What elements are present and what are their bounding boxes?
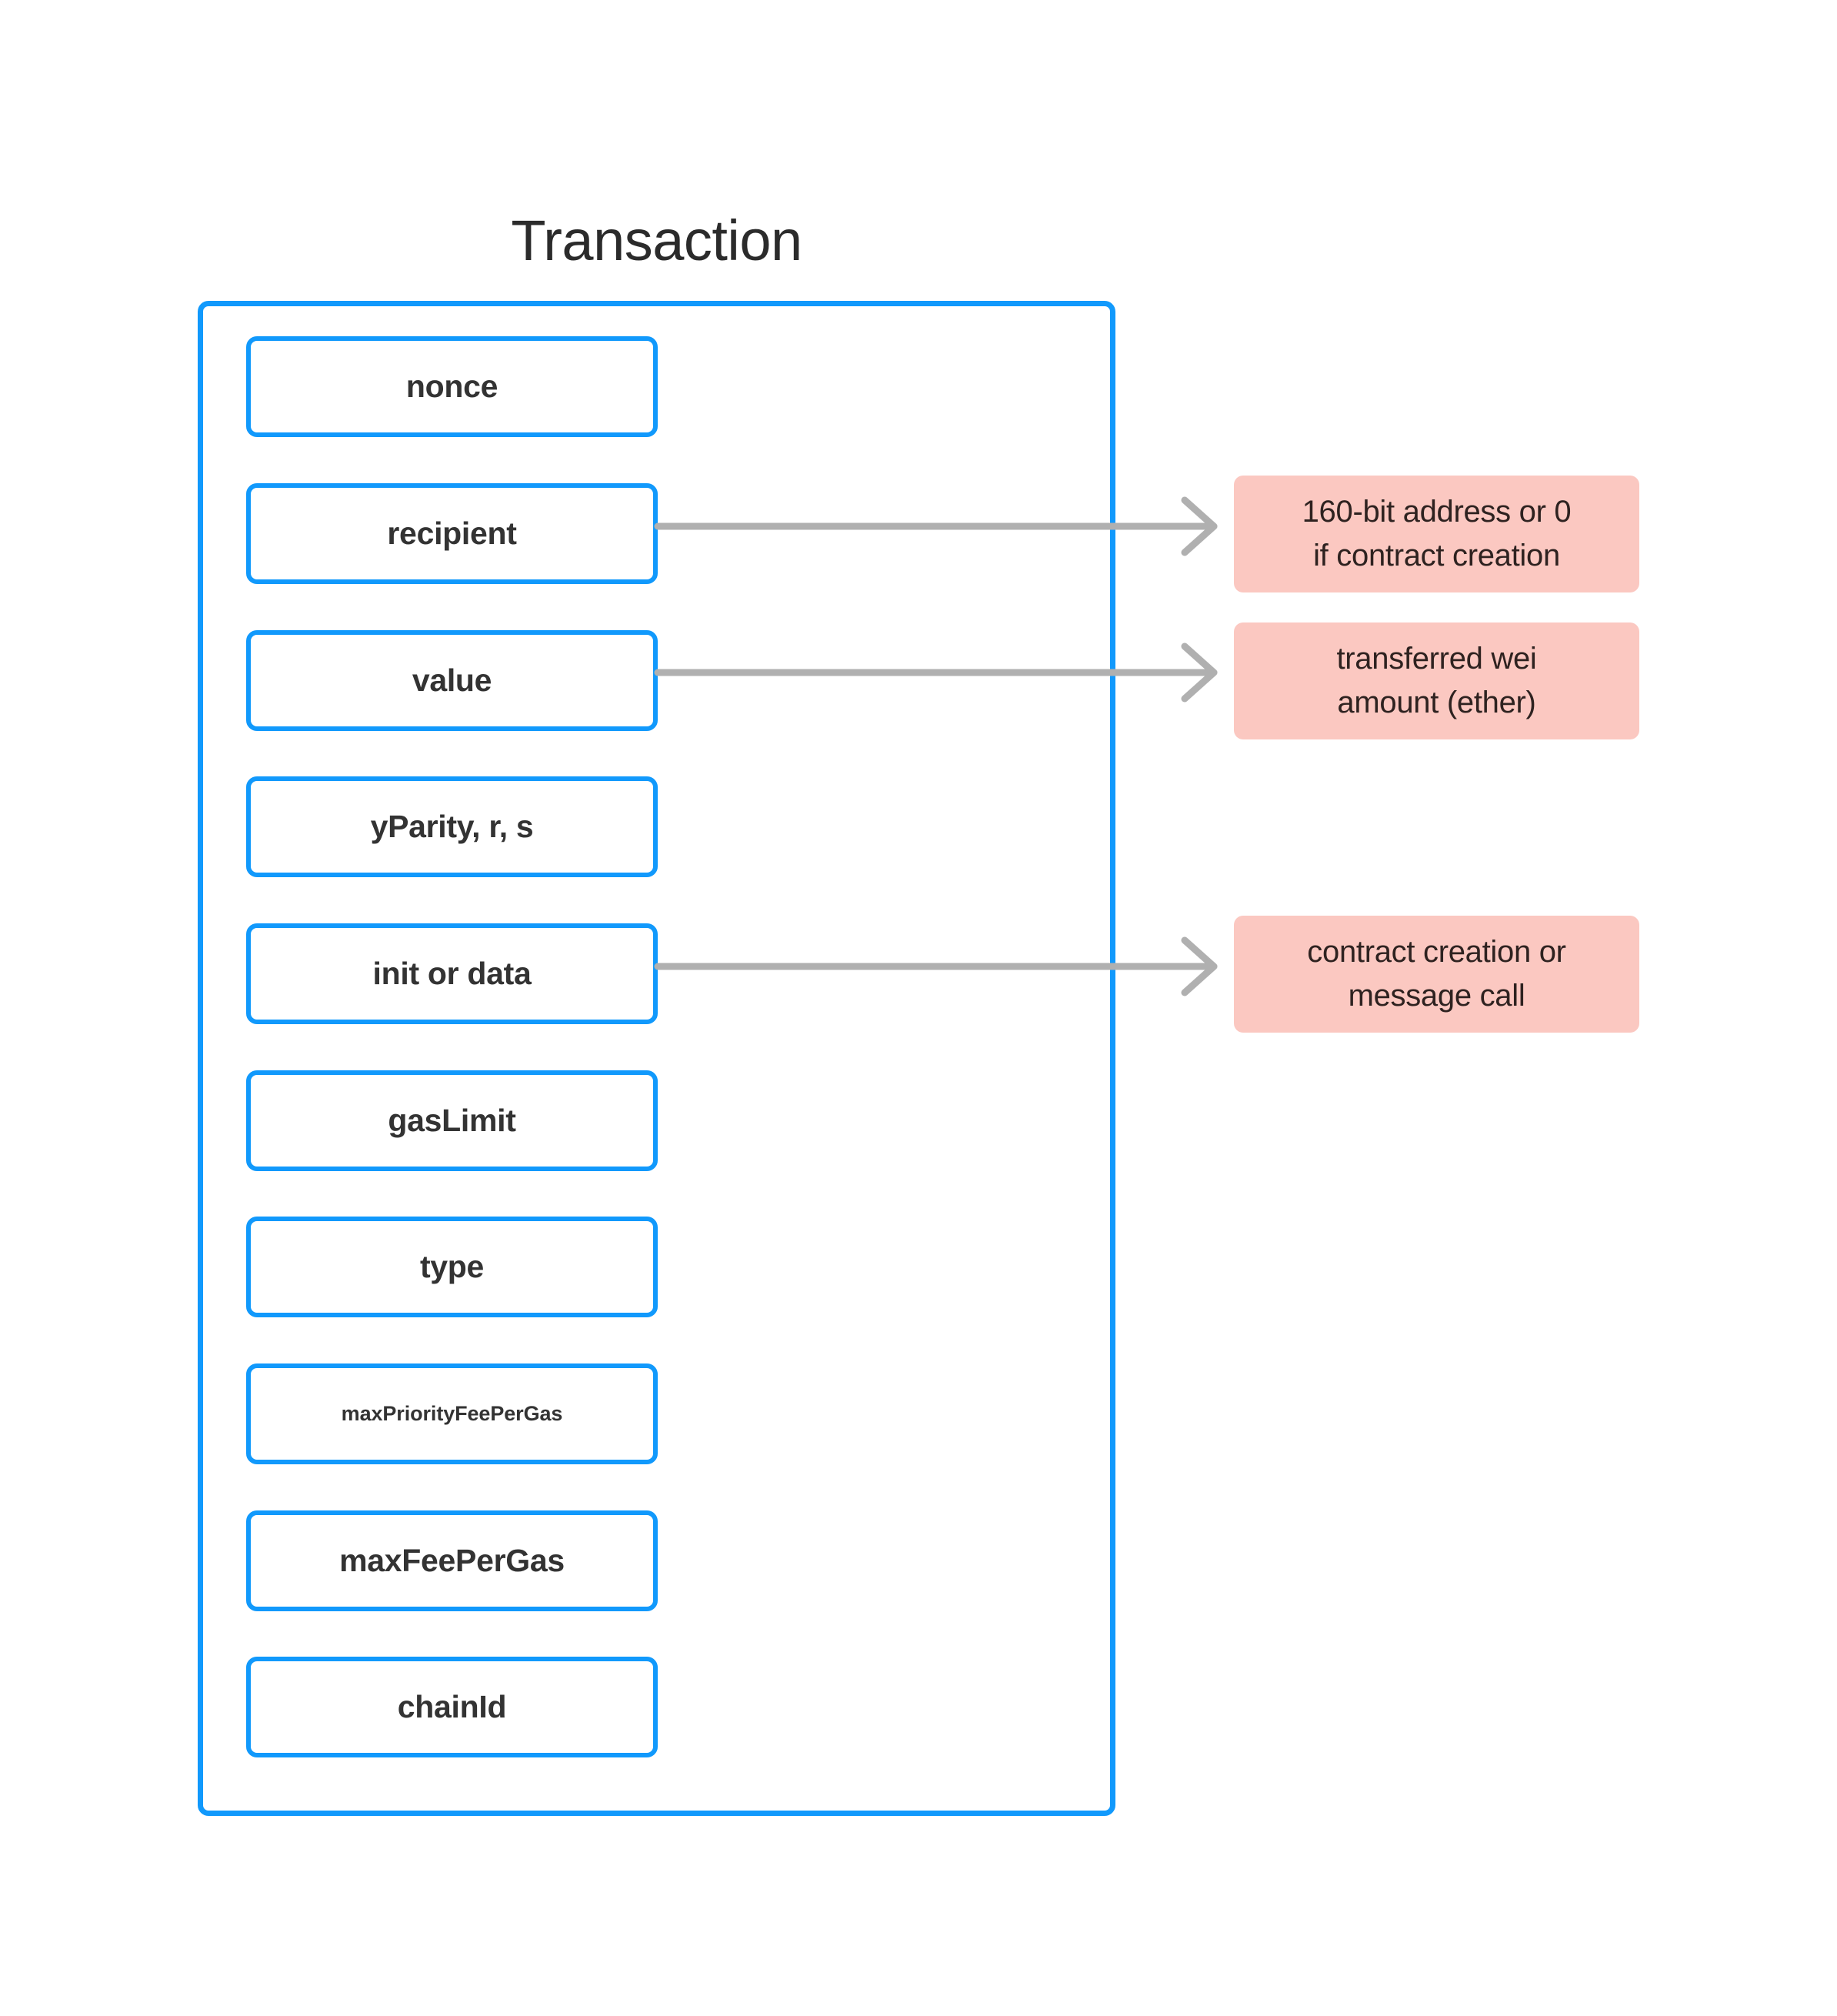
field-label: type	[419, 1248, 485, 1284]
field-box-nonce[interactable]: nonce	[246, 336, 658, 437]
annotation-line-1: 160-bit address or 0	[1302, 495, 1572, 529]
annotation-line-1: transferred wei	[1336, 642, 1537, 676]
annotation-line-1: contract creation or	[1307, 935, 1566, 970]
field-label: gasLimit	[388, 1102, 516, 1138]
field-label: maxPriorityFeePerGas	[341, 1401, 563, 1425]
field-label: maxFeePerGas	[339, 1542, 565, 1578]
field-box-chainid[interactable]: chainId	[246, 1657, 658, 1757]
field-box-type[interactable]: type	[246, 1217, 658, 1317]
field-box-maxfeepergas[interactable]: maxFeePerGas	[246, 1510, 658, 1611]
annotation-box-init-or-data: contract creation or message call	[1234, 916, 1639, 1033]
annotation-line-2: if contract creation	[1313, 539, 1560, 572]
field-label: recipient	[387, 515, 517, 551]
annotation-text: transferred wei amount (ether)	[1336, 637, 1536, 725]
annotation-box-recipient: 160-bit address or 0 if contract creatio…	[1234, 476, 1639, 592]
field-box-init-or-data[interactable]: init or data	[246, 923, 658, 1024]
field-label: init or data	[372, 955, 532, 991]
field-box-maxpriorityfeepergas[interactable]: maxPriorityFeePerGas	[246, 1363, 658, 1464]
field-label: chainId	[397, 1688, 507, 1724]
field-label: value	[412, 662, 492, 698]
field-box-gaslimit[interactable]: gasLimit	[246, 1070, 658, 1171]
field-label: nonce	[405, 368, 498, 404]
field-box-yparity-r-s[interactable]: yParity, r, s	[246, 776, 658, 877]
field-box-recipient[interactable]: recipient	[246, 483, 658, 584]
annotation-box-value: transferred wei amount (ether)	[1234, 622, 1639, 739]
annotation-text: 160-bit address or 0 if contract creatio…	[1302, 490, 1572, 578]
diagram-title: Transaction	[511, 209, 802, 272]
annotation-line-2: message call	[1348, 979, 1525, 1013]
annotation-line-2: amount (ether)	[1337, 686, 1536, 719]
field-label: yParity, r, s	[370, 808, 534, 844]
annotation-text: contract creation or message call	[1307, 930, 1566, 1018]
field-box-value[interactable]: value	[246, 630, 658, 731]
